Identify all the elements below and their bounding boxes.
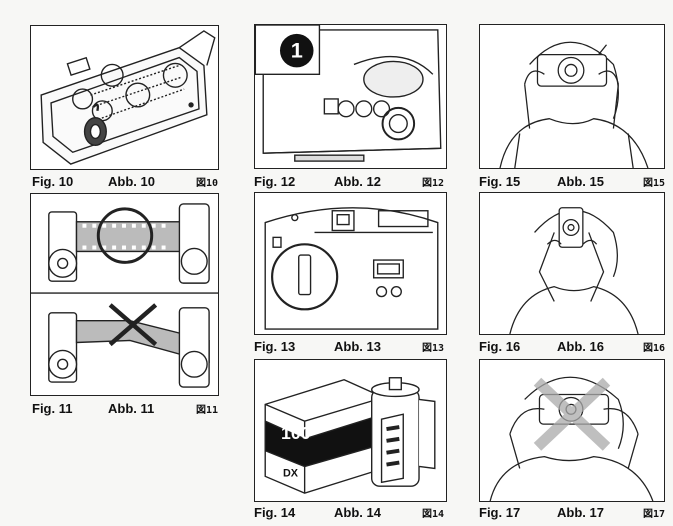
- jp-label: 図13: [422, 342, 445, 354]
- abb-label: Abb. 11: [108, 400, 155, 416]
- film-speed-text: 100: [281, 423, 311, 443]
- figure-12-panel: 1: [254, 24, 447, 169]
- fig-label: Fig. 15: [479, 173, 521, 189]
- jp-label: 図17: [643, 508, 666, 520]
- abb-label: Abb. 12: [334, 173, 381, 189]
- fig-label: Fig. 10: [32, 173, 74, 189]
- film-loading-correct-incorrect-illustration: [31, 203, 218, 388]
- jp-label: 図10: [196, 177, 219, 189]
- abb-label: Abb. 10: [108, 173, 155, 189]
- abb-label: Abb. 14: [334, 504, 381, 520]
- jp-label: 図16: [643, 342, 666, 354]
- jp-label: 図15: [643, 177, 666, 189]
- figure-15-caption: Fig. 15 Abb. 15 図15: [479, 172, 671, 190]
- person-holding-camera-incorrect-illustration: [489, 376, 654, 501]
- figure-16-caption: Fig. 16 Abb. 16 図16: [479, 337, 671, 355]
- camera-top-controls-illustration: 1: [255, 25, 442, 162]
- jp-label: 図14: [422, 508, 445, 520]
- camera-back-open-illustration: [40, 30, 216, 165]
- step-one-badge: 1: [291, 38, 303, 63]
- abb-label: Abb. 13: [334, 338, 381, 354]
- abb-label: Abb. 16: [557, 338, 604, 354]
- abb-label: Abb. 17: [557, 504, 604, 520]
- figure-16-panel: [479, 192, 665, 335]
- figure-17-panel: [479, 359, 665, 502]
- figure-14-panel: 100 DX: [254, 359, 447, 502]
- figure-12-caption: Fig. 12 Abb. 12 図12: [254, 172, 447, 190]
- figure-13-caption: Fig. 13 Abb. 13 図13: [254, 337, 447, 355]
- figure-15-panel: [479, 24, 665, 169]
- fig-label: Fig. 12: [254, 173, 296, 189]
- person-holding-camera-vertical-illustration: [509, 207, 639, 334]
- person-holding-camera-horizontal-illustration: [499, 41, 649, 168]
- figure-11-panel: [30, 193, 219, 396]
- fig-label: Fig. 17: [479, 504, 521, 520]
- fig-label: Fig. 13: [254, 338, 296, 354]
- figure-13-panel: [254, 192, 447, 335]
- figure-10-caption: Fig. 10 Abb. 10 図10: [32, 172, 220, 190]
- figure-11-caption: Fig. 11 Abb. 11 図11: [32, 399, 220, 417]
- abb-label: Abb. 15: [557, 173, 604, 189]
- fig-label: Fig. 11: [32, 400, 73, 416]
- fig-label: Fig. 14: [254, 504, 296, 520]
- fig-label: Fig. 16: [479, 338, 521, 354]
- figure-10-panel: [30, 25, 219, 170]
- jp-label: 図11: [196, 404, 219, 416]
- figure-17-caption: Fig. 17 Abb. 17 図17: [479, 503, 671, 521]
- camera-back-illustration: [264, 207, 439, 330]
- jp-label: 図12: [422, 177, 445, 189]
- film-box-and-cartridge-illustration: 100 DX: [264, 377, 436, 494]
- figure-14-caption: Fig. 14 Abb. 14 図14: [254, 503, 447, 521]
- dx-mark-text: DX: [283, 467, 299, 479]
